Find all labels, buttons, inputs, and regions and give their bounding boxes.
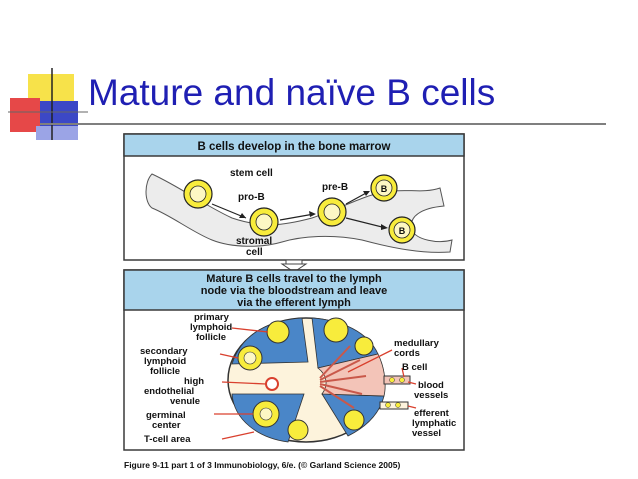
blood-vessels xyxy=(383,375,411,385)
follicle xyxy=(287,419,309,441)
pointer-lines xyxy=(214,327,417,440)
label-tcell-area: T-cell area xyxy=(144,434,191,445)
label-secondary-follicle-1: secondary xyxy=(140,346,188,357)
vessel-cell xyxy=(399,377,405,383)
logo-lightblue-square xyxy=(36,126,78,140)
arrow-head xyxy=(239,213,246,218)
label-efferent-3: vessel xyxy=(412,428,441,439)
pre-b-cell xyxy=(317,197,347,227)
arrow-prob-to-preb xyxy=(279,213,315,221)
label-primary-follicle-3: follicle xyxy=(196,332,226,343)
label-primary-follicle-1: primary xyxy=(194,312,230,323)
label-stromal-cell: cell xyxy=(246,247,263,258)
secondary-follicle-center xyxy=(243,351,257,365)
label-blood-2: vessels xyxy=(414,390,448,401)
b-cell-figure: B cells develop in the bone marrow xyxy=(123,133,465,451)
label-hev-3: venule xyxy=(170,396,200,407)
logo-red-square xyxy=(10,98,40,132)
label-pro-b: pro-B xyxy=(238,192,265,203)
follicle xyxy=(354,336,374,356)
panel-bone-marrow: B cells develop in the bone marrow xyxy=(123,133,465,261)
vessel-cell xyxy=(389,377,395,383)
slide-title: Mature and naïve B cells xyxy=(88,72,496,113)
vessel-cell xyxy=(395,402,401,408)
medullary-cords xyxy=(319,345,367,409)
follicle xyxy=(323,317,349,343)
label-hev-2: endothelial xyxy=(144,386,194,397)
lymph-node xyxy=(227,317,411,443)
label-germinal-1: germinal xyxy=(146,410,186,421)
panel-lymph-node: Mature B cells travel to the lymph node … xyxy=(123,269,465,451)
arrow-head xyxy=(381,224,388,230)
panel2-header-line3: via the efferent lymph xyxy=(237,297,351,309)
arrow-head xyxy=(363,191,370,196)
label-primary-follicle-2: lymphoid xyxy=(190,322,232,333)
label-b2: B xyxy=(399,226,406,236)
arrow-head xyxy=(309,211,316,217)
label-secondary-follicle-2: lymphoid xyxy=(144,356,186,367)
label-efferent-2: lymphatic xyxy=(412,418,456,429)
label-secondary-follicle-3: follicle xyxy=(150,366,180,377)
panel1-header: B cells develop in the bone marrow xyxy=(198,141,391,153)
down-arrow xyxy=(280,259,308,273)
germinal-center xyxy=(259,407,273,421)
label-blood-1: blood xyxy=(418,380,444,391)
panel2-header-bg xyxy=(123,269,465,311)
high-endothelial-venule xyxy=(265,377,279,391)
b-cell-2 xyxy=(388,216,416,244)
title-divider xyxy=(40,123,606,125)
arrow-stem-to-prob xyxy=(211,203,247,219)
label-efferent-1: efferent xyxy=(414,408,450,419)
slide-logo xyxy=(8,68,88,140)
pro-b-cell xyxy=(249,207,279,237)
label-medullary-2: cords xyxy=(394,348,420,359)
stem-cell xyxy=(183,179,213,209)
panel2-header-line2: node via the bloodstream and leave xyxy=(201,285,387,297)
label-b-cell: B cell xyxy=(402,362,427,373)
panel1-header-bg xyxy=(123,133,465,157)
b-cell-1 xyxy=(370,174,398,202)
label-medullary-1: medullary xyxy=(394,338,440,349)
label-stromal: stromal xyxy=(236,236,272,247)
label-hev-1: high xyxy=(184,376,204,387)
label-germinal-2: center xyxy=(152,420,181,431)
label-stem-cell: stem cell xyxy=(230,168,273,179)
primary-follicle xyxy=(266,320,290,344)
follicle xyxy=(343,409,365,431)
vessel-cell xyxy=(385,402,391,408)
stromal-cell-shape xyxy=(145,173,453,253)
arrow-preb-to-b1 xyxy=(345,191,369,205)
label-b1: B xyxy=(381,184,388,194)
panel2-header-line1: Mature B cells travel to the lymph xyxy=(206,273,382,285)
efferent-lymphatic-vessel xyxy=(379,401,409,410)
arrow-preb-to-b2 xyxy=(345,217,387,229)
label-pre-b: pre-B xyxy=(322,182,348,193)
figure-caption: Figure 9-11 part 1 of 3 Immunobiology, 6… xyxy=(124,460,401,470)
